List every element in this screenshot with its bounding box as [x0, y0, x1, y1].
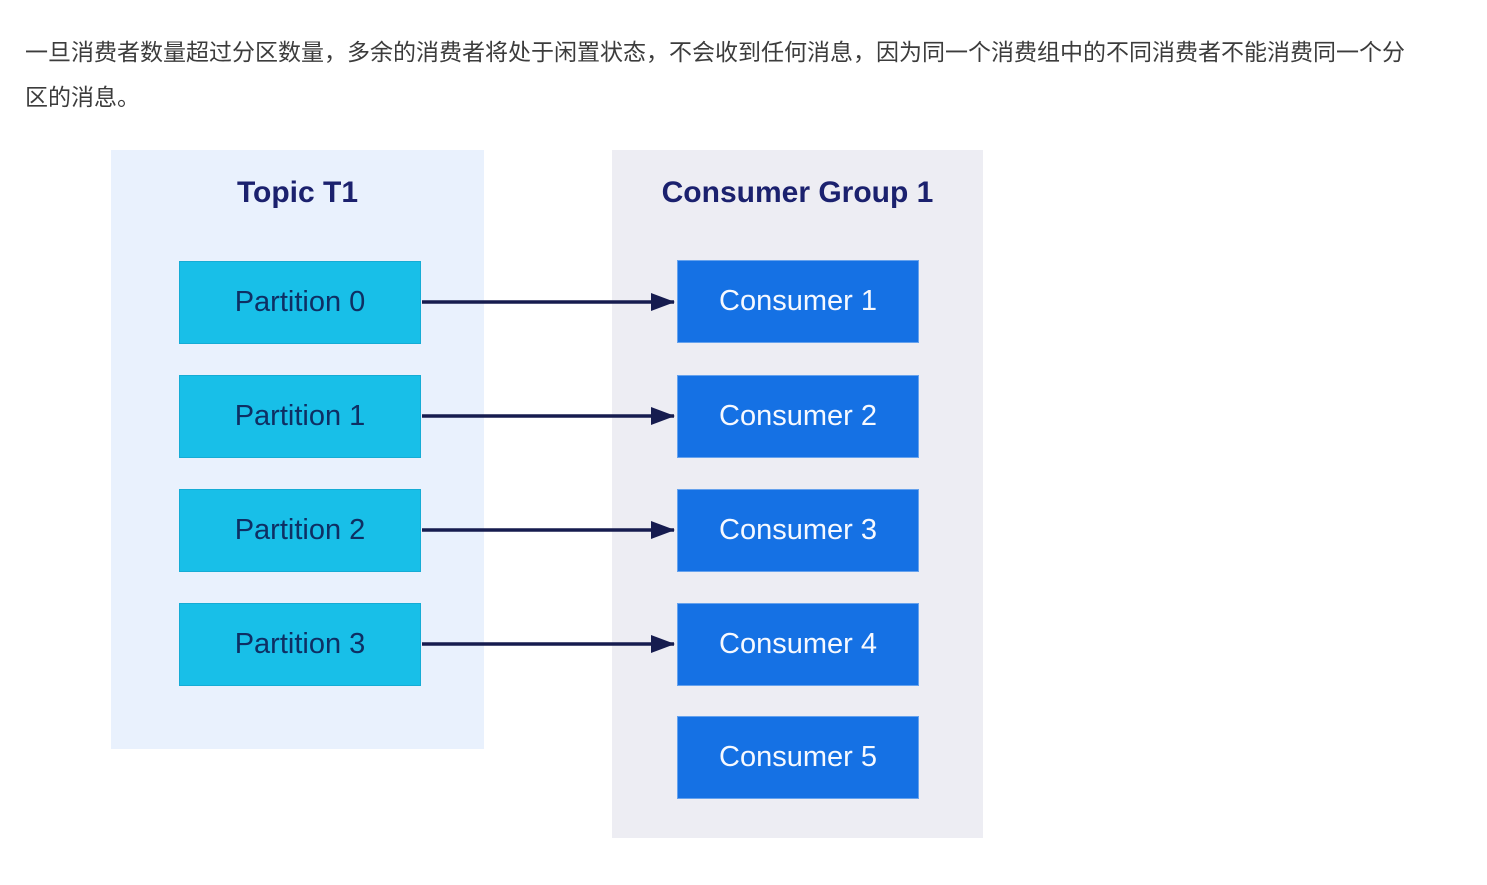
partition-3-label: Partition 3 [234, 628, 366, 660]
partition-1-box: Partition 1 [179, 375, 421, 458]
partition-0-label: Partition 0 [234, 286, 366, 318]
consumer-1-box: Consumer 1 [677, 260, 919, 343]
partition-2-box: Partition 2 [179, 489, 421, 572]
partition-1-label: Partition 1 [234, 400, 366, 432]
intro-paragraph: 一旦消费者数量超过分区数量，多余的消费者将处于闲置状态，不会收到任何消息，因为同… [25, 39, 1405, 110]
consumer-2-label: Consumer 2 [719, 400, 877, 432]
topic-panel: Topic T1 Partition 0 Partition 1 Partiti… [111, 150, 484, 749]
consumer-3-box: Consumer 3 [677, 489, 919, 572]
partition-3-box: Partition 3 [179, 603, 421, 686]
consumer-5-label: Consumer 5 [719, 741, 877, 773]
consumer-3-label: Consumer 3 [719, 514, 877, 546]
partition-0-box: Partition 0 [179, 261, 421, 344]
consumer-5-box: Consumer 5 [677, 716, 919, 799]
consumer-2-box: Consumer 2 [677, 375, 919, 458]
consumer-4-box: Consumer 4 [677, 603, 919, 686]
consumer-group-title: Consumer Group 1 [661, 176, 934, 209]
partition-2-label: Partition 2 [234, 514, 366, 546]
consumer-4-label: Consumer 4 [719, 628, 877, 660]
topic-panel-title: Topic T1 [236, 176, 359, 209]
consumer-1-label: Consumer 1 [719, 285, 877, 317]
consumer-group-panel: Consumer Group 1 Consumer 1 Consumer 2 C… [612, 150, 983, 838]
